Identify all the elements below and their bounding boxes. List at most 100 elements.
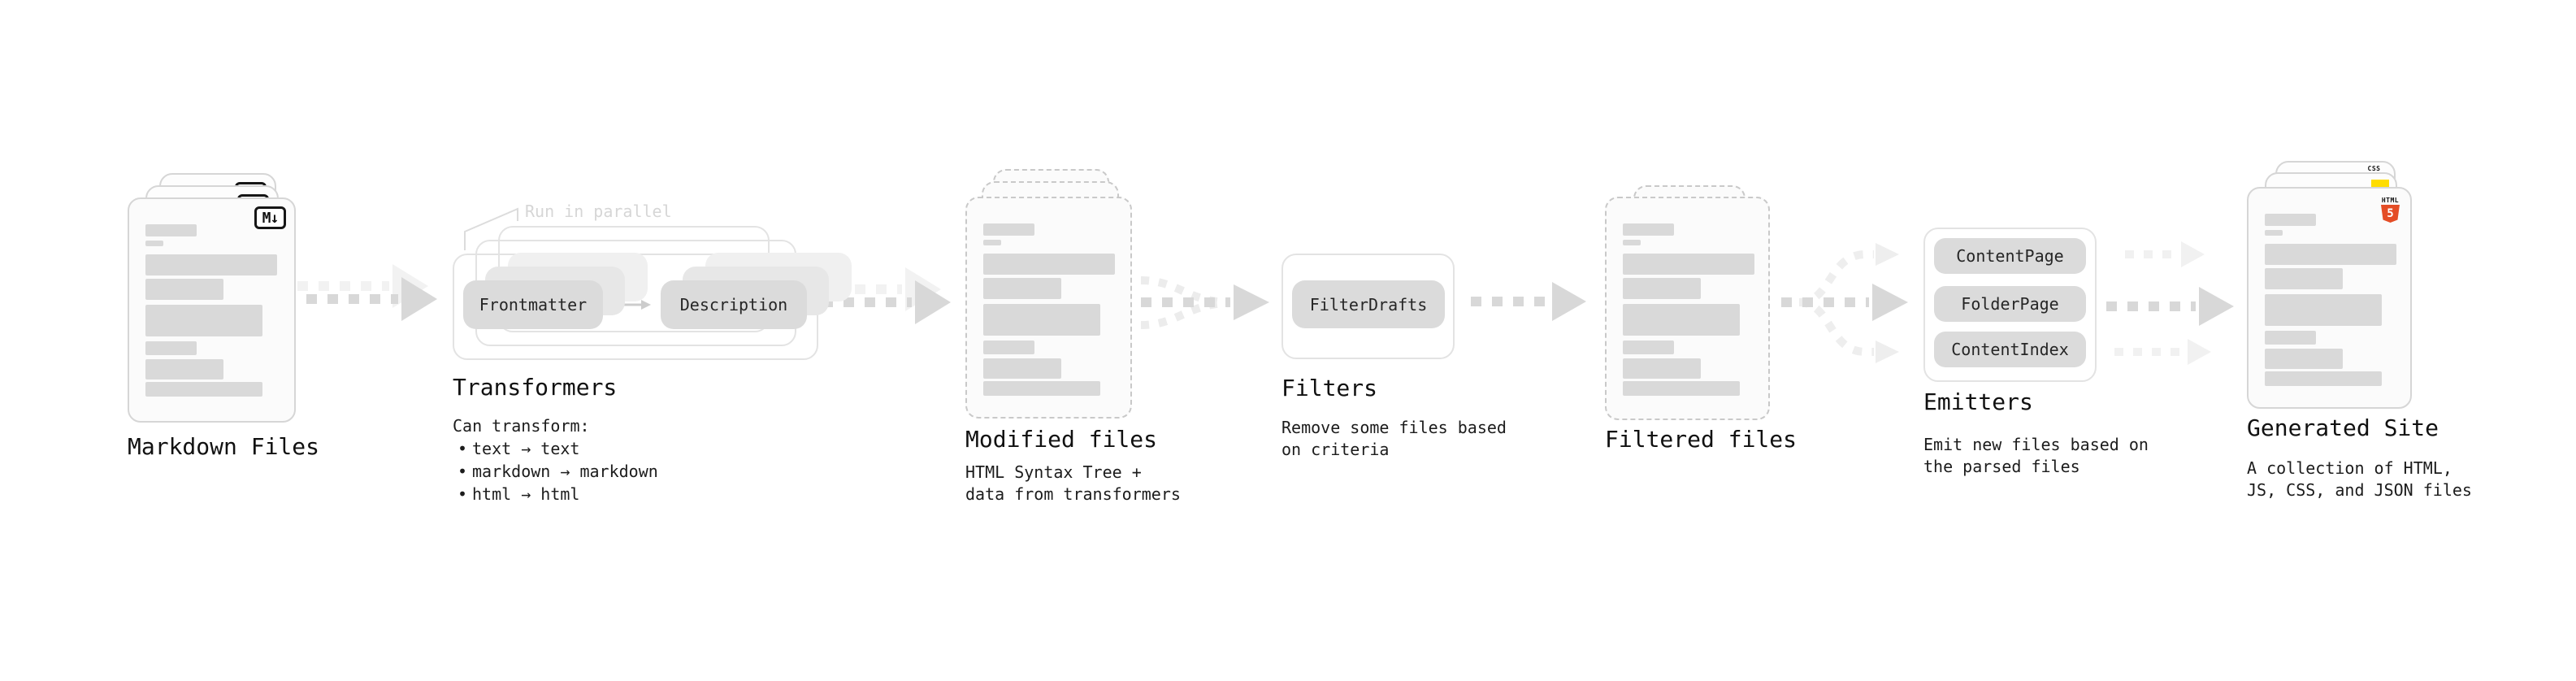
subtitle-line: Emit new files based on [1923, 435, 2149, 454]
arrow-head [915, 280, 951, 324]
markdown-badge-icon: M↓ [254, 206, 286, 229]
transformers-bullet: •markdown → markdown [453, 460, 658, 483]
doc-line [1623, 340, 1674, 354]
bullet-text: markdown → markdown [472, 462, 658, 481]
contentindex-pill: ContentIndex [1934, 332, 2086, 367]
frontmatter-pill: Frontmatter [463, 280, 603, 329]
bullet-dot: • [457, 462, 468, 481]
arrow-emitters-to-generated-top [2125, 241, 2205, 267]
transformers-bullet: •text → text [453, 437, 658, 460]
emitters-container [1923, 228, 2097, 382]
arrow-head [1234, 284, 1269, 320]
doc-line [983, 254, 1115, 275]
arrow-head [2199, 287, 2234, 326]
html5-badge-label: HTML [2381, 197, 2400, 204]
doc-line [145, 382, 262, 397]
bullet-text: html → html [472, 484, 580, 504]
bullet-dot: • [457, 439, 468, 458]
html5-badge-icon: HTML 5 [2381, 197, 2400, 223]
description-pill: Description [661, 280, 807, 329]
folderpage-pill: FolderPage [1934, 286, 2086, 322]
markdown-file-card-front: M↓ [128, 197, 296, 423]
doc-line [2265, 294, 2382, 326]
doc-line [1623, 304, 1740, 336]
doc-line [1623, 223, 1674, 236]
subtitle-line: on criteria [1281, 440, 1390, 459]
subtitle-line: A collection of HTML, [2247, 458, 2452, 478]
doc-line [2265, 244, 2396, 265]
filters-container [1281, 254, 1455, 359]
doc-line [2265, 371, 2382, 386]
contentpage-pill: ContentPage [1934, 238, 2086, 274]
bullet-dot: • [457, 484, 468, 504]
doc-line [983, 381, 1100, 396]
stage-title-generated-site: Generated Site [2247, 414, 2439, 441]
doc-line [145, 279, 223, 300]
doc-line [983, 223, 1034, 236]
arrow-head [1872, 284, 1908, 321]
doc-line [983, 340, 1034, 354]
doc-line [145, 305, 262, 336]
doc-placeholder-lines [145, 224, 277, 397]
doc-line [983, 278, 1061, 299]
doc-line [2265, 214, 2316, 226]
modified-files-subtitle: HTML Syntax Tree + data from transformer… [965, 462, 1181, 505]
transformers-note-heading: Can transform: [453, 416, 590, 436]
doc-line [145, 341, 197, 355]
arrow-filters-to-filtered [1471, 282, 1586, 321]
generated-file-card-html: HTML 5 [2247, 187, 2412, 409]
subtitle-line: HTML Syntax Tree + [965, 462, 1142, 482]
arrow-head [2181, 241, 2205, 267]
doc-line [2265, 349, 2343, 369]
css-badge-label: CSS [2367, 165, 2381, 172]
subtitle-line: JS, CSS, and JSON files [2247, 480, 2472, 500]
doc-line [145, 254, 277, 275]
arrow-transformers-to-modified [813, 267, 951, 324]
arrow-head [2188, 339, 2211, 365]
doc-line [1623, 381, 1740, 396]
generated-site-subtitle: A collection of HTML, JS, CSS, and JSON … [2247, 458, 2472, 501]
doc-line [2265, 230, 2283, 236]
transformers-note: Can transform: •text → text •markdown → … [453, 414, 658, 505]
doc-line [145, 241, 163, 246]
subtitle-line: Remove some files based [1281, 418, 1507, 437]
arrow-modified-to-filters [1140, 276, 1269, 329]
subtitle-line: data from transformers [965, 484, 1181, 504]
doc-line [1623, 278, 1701, 299]
doc-line [1623, 254, 1754, 275]
arrow-branch-lower [1798, 298, 1874, 356]
doc-placeholder-lines [2265, 214, 2396, 386]
doc-line [1623, 240, 1641, 245]
html5-number: 5 [2387, 207, 2394, 220]
doc-line [1623, 358, 1701, 379]
doc-line [2265, 268, 2343, 289]
arrow-branch-upper [1798, 250, 1874, 306]
subtitle-line: the parsed files [1923, 457, 2080, 476]
arrow-markdown-to-transformers [297, 264, 437, 321]
modified-file-card-front [965, 197, 1132, 419]
doc-line [983, 240, 1001, 245]
stage-title-filters: Filters [1281, 375, 1378, 401]
stage-title-transformers: Transformers [453, 374, 618, 401]
arrow-head-upper [1876, 243, 1899, 266]
stage-title-emitters: Emitters [1923, 388, 2033, 415]
stage-title-markdown-files: Markdown Files [128, 433, 320, 460]
transformers-bullet: •html → html [453, 483, 658, 505]
bullet-text: text → text [472, 439, 580, 458]
callout-line [464, 207, 518, 250]
filters-subtitle: Remove some files based on criteria [1281, 417, 1507, 461]
mini-arrow-head-front [641, 300, 651, 310]
stage-title-modified-files: Modified files [965, 426, 1158, 453]
arrow-emitters-to-generated-bottom [2114, 339, 2211, 365]
doc-placeholder-lines [983, 223, 1115, 396]
stage-title-filtered-files: Filtered files [1605, 426, 1798, 453]
filtered-file-card-front [1605, 197, 1770, 420]
html5-shield: 5 [2381, 205, 2400, 223]
arrow-head-lower [1876, 340, 1899, 363]
arrow-head [401, 277, 437, 321]
run-in-parallel-label: Run in parallel [525, 202, 672, 221]
doc-line [983, 358, 1061, 379]
filterdrafts-pill: FilterDrafts [1292, 280, 1445, 328]
arrow-emitters-to-generated-mid [2106, 287, 2234, 326]
